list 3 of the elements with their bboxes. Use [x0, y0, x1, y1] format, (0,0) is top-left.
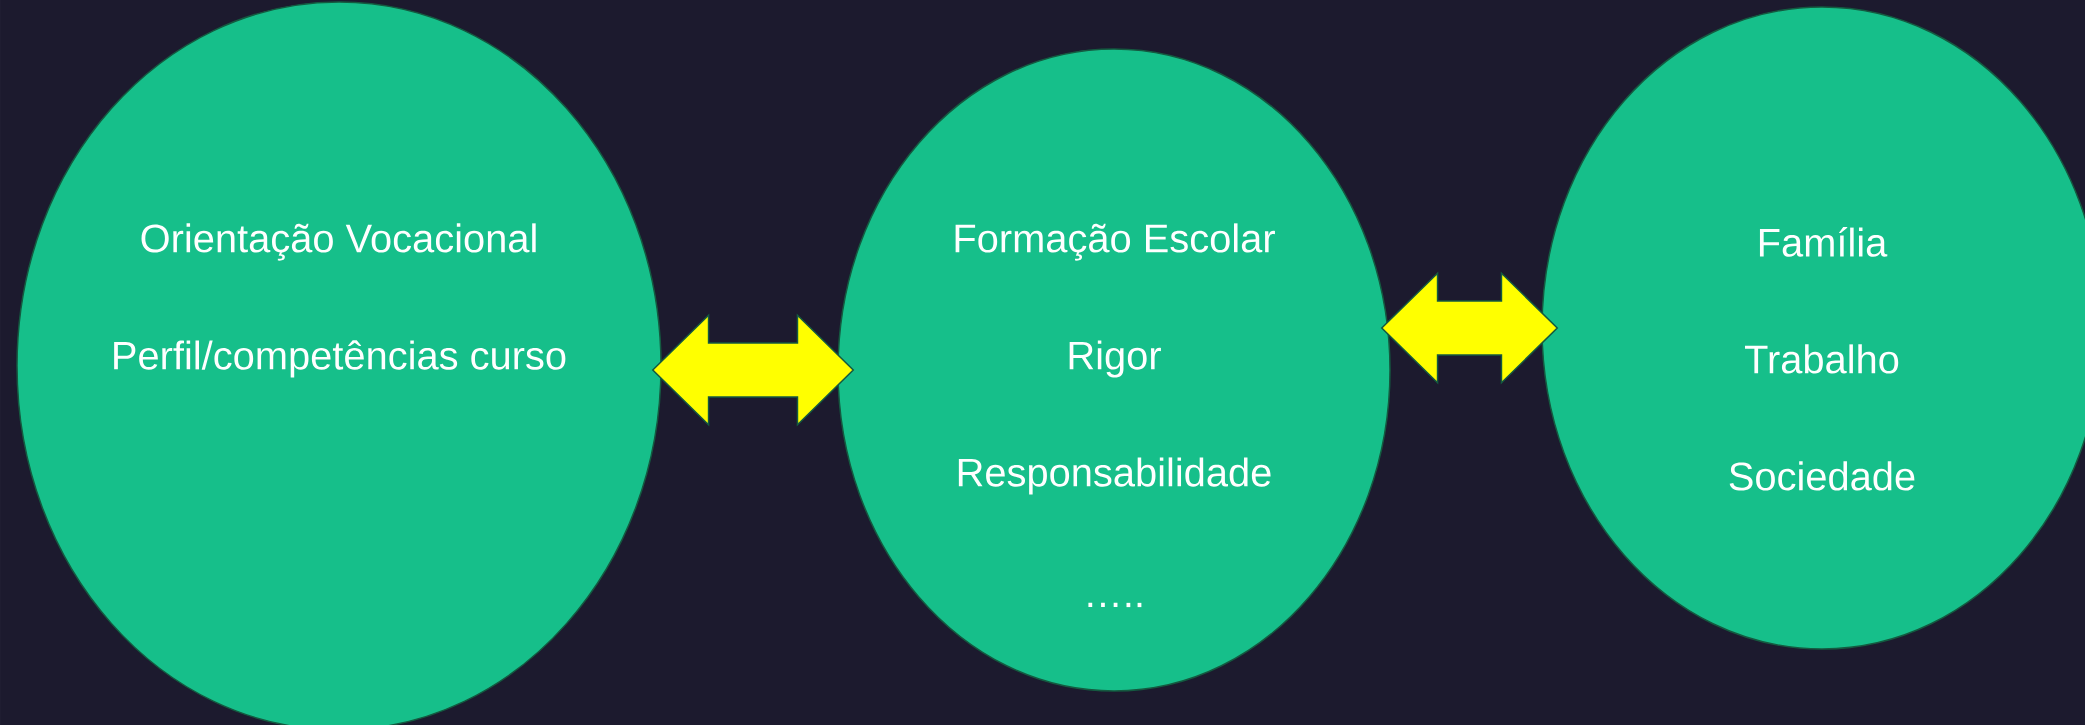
oval-node: Família Trabalho Sociedade	[1541, 6, 2085, 650]
oval-node: Orientação Vocacional Perfil/competências curso	[16, 1, 662, 725]
oval-node: Formação Escolar Rigor Responsabilidade …..	[837, 48, 1391, 692]
